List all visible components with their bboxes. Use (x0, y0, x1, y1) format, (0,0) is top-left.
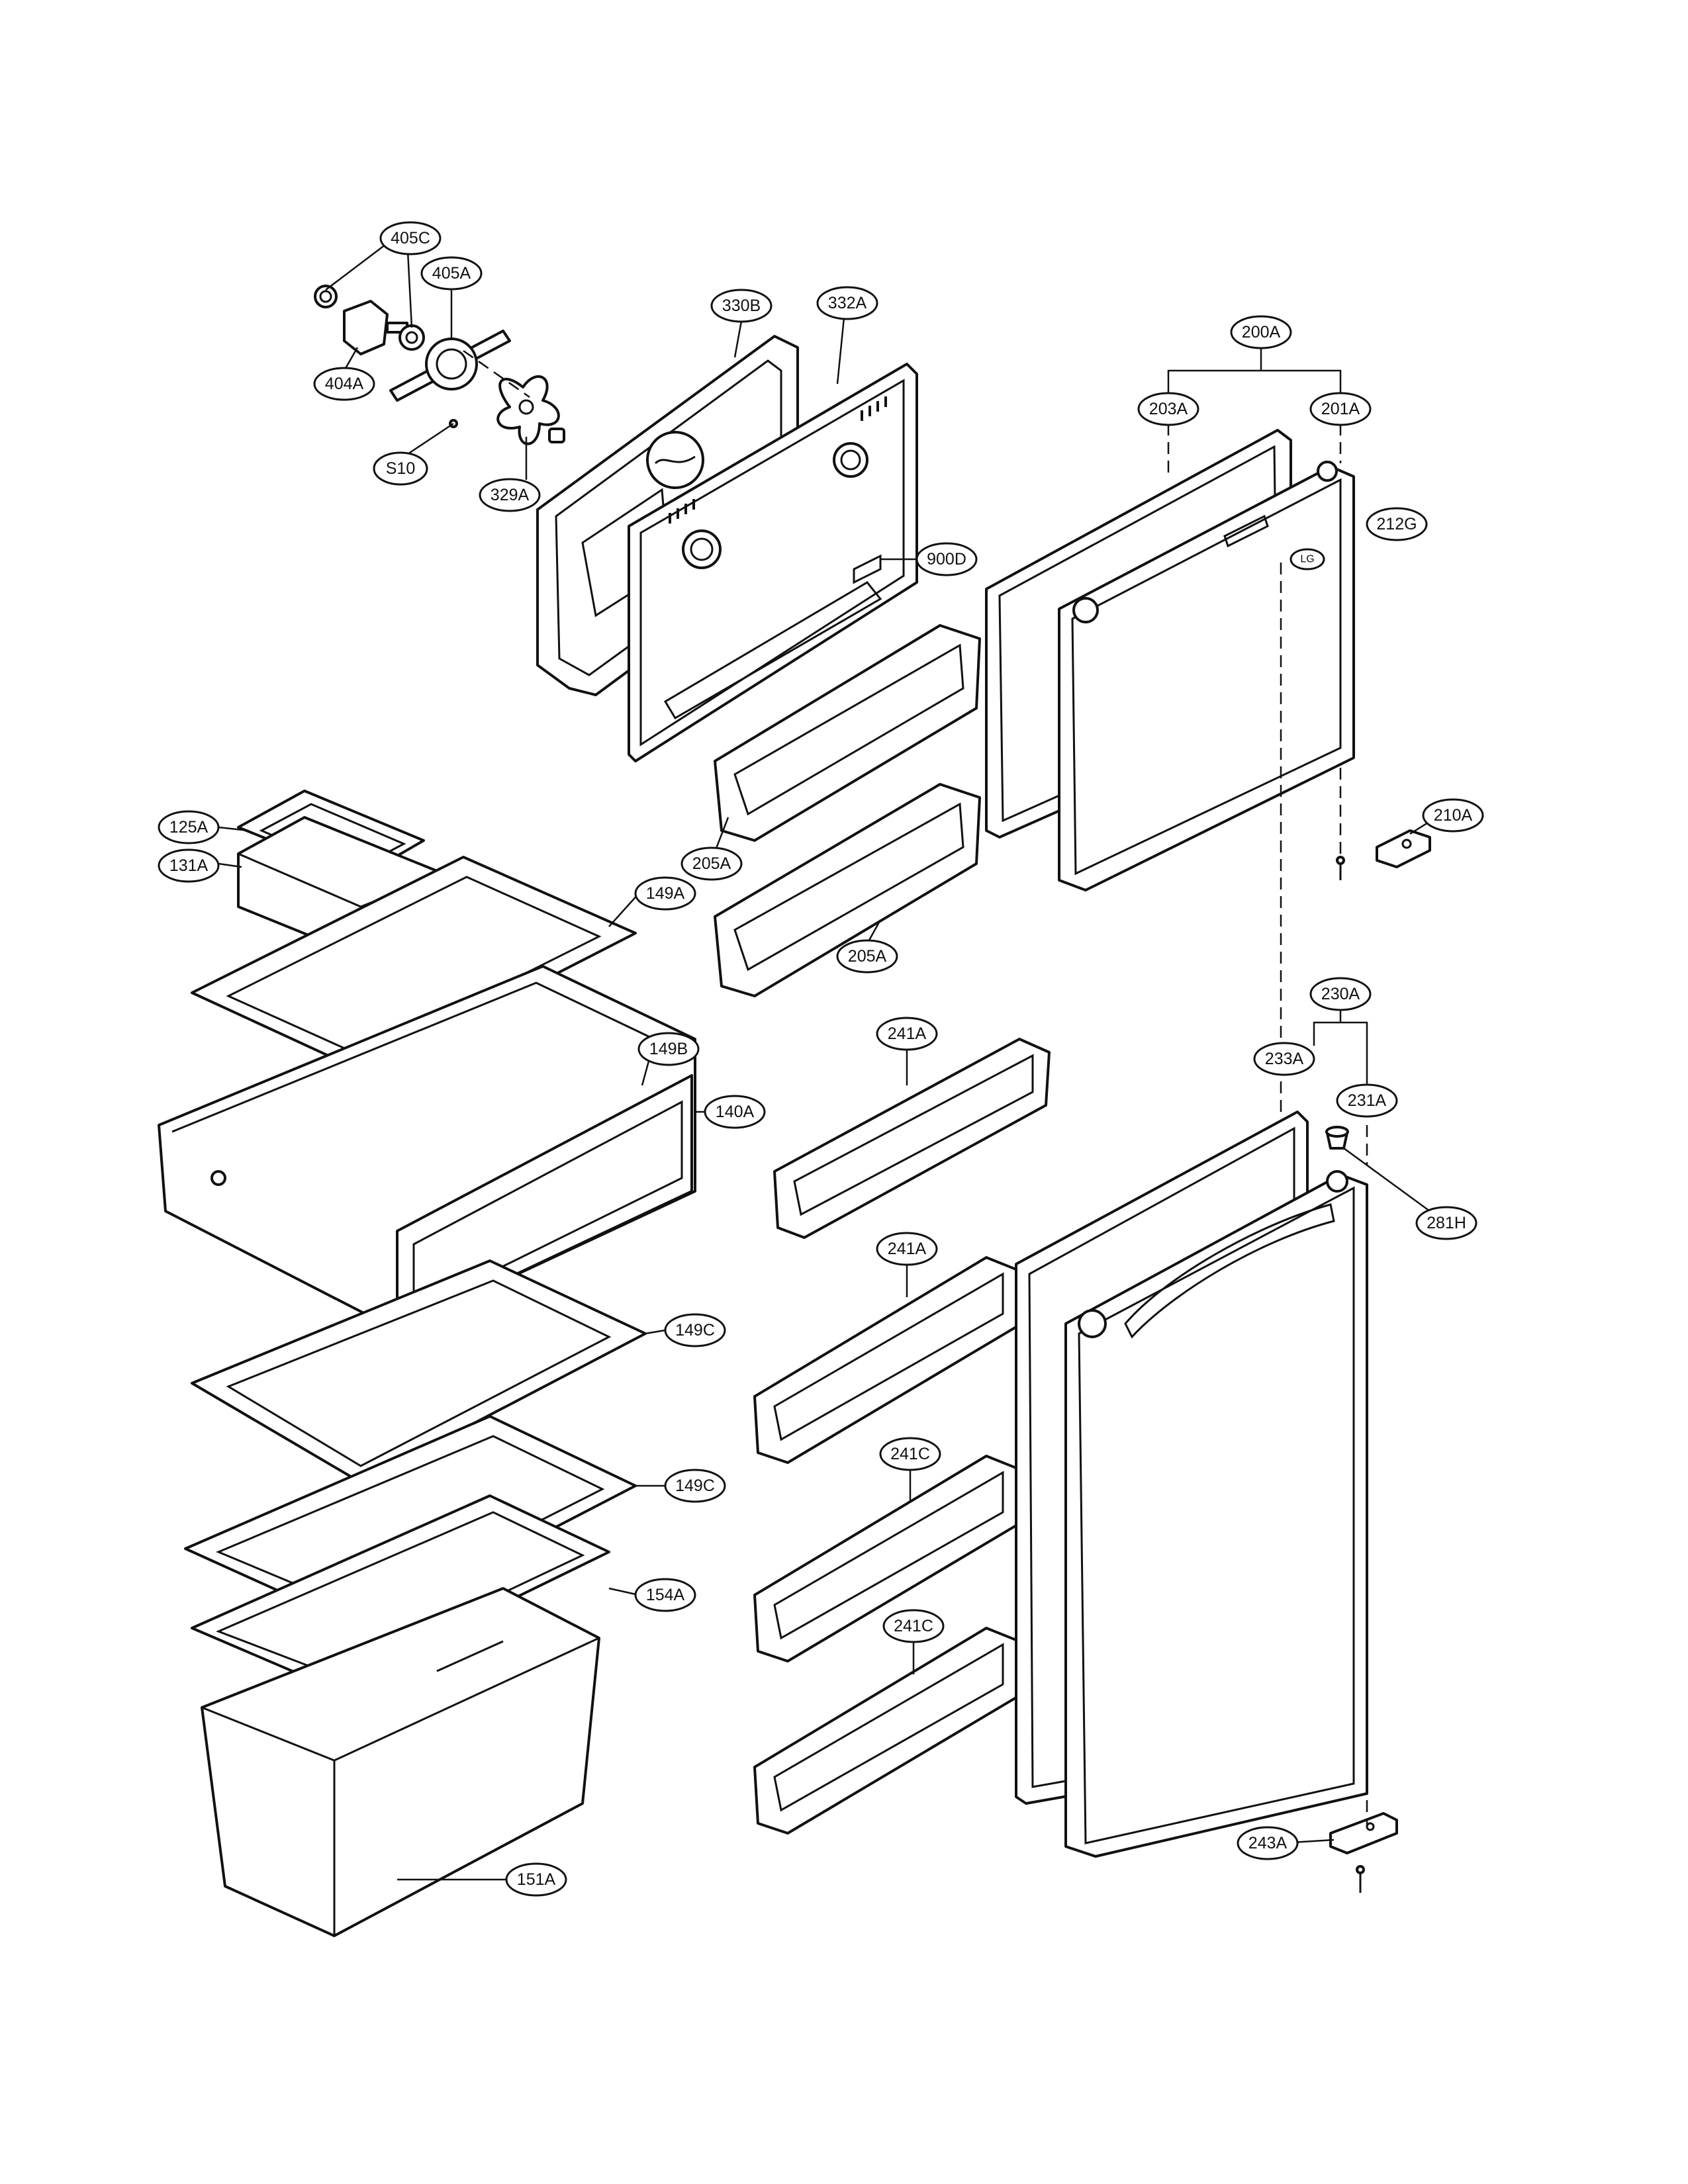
callout-212G-text: 212G (1376, 515, 1417, 533)
callout-230A: 230A (1309, 977, 1372, 1011)
callout-233A: 233A (1253, 1042, 1315, 1076)
callout-210A: 210A (1422, 798, 1484, 833)
callout-241C-lower: 241C (882, 1609, 945, 1643)
callout-205A-lower: 205A (836, 939, 898, 974)
callout-200A: 200A (1230, 315, 1292, 349)
callout-405A-text: 405A (432, 264, 471, 283)
freezer-lower-hinge-210A (1336, 829, 1431, 880)
callout-200A-text: 200A (1242, 323, 1281, 341)
callout-S10: S10 (373, 451, 428, 486)
door-logo-freezer: LG (1300, 554, 1314, 565)
door-bin-241C-lower (753, 1627, 1021, 1835)
callout-201A-text: 201A (1321, 400, 1360, 418)
crisper-cover-154A (191, 1494, 610, 1689)
callout-151A-text: 151A (517, 1870, 556, 1889)
callout-205A-upper: 205A (680, 846, 743, 881)
callout-149B: 149B (637, 1032, 700, 1066)
callout-212G: 212G (1366, 507, 1428, 541)
callout-S10-text: S10 (386, 459, 415, 478)
callout-149B-text: 149B (649, 1040, 688, 1058)
callout-140A-text: 140A (716, 1103, 755, 1121)
callout-149A-text: 149A (646, 884, 685, 903)
callout-149C-upper: 149C (664, 1313, 726, 1347)
assembly-bracket-230A (1313, 1009, 1368, 1085)
vegetable-bin-151A (201, 1587, 600, 1937)
cap-281H (1325, 1126, 1349, 1150)
cover-vent-slots (669, 396, 887, 523)
callout-154A: 154A (634, 1578, 696, 1612)
callout-900D-text: 900D (927, 550, 966, 569)
alignment-lines (1167, 424, 1368, 1827)
callout-241A-upper: 241A (876, 1017, 938, 1051)
callout-205A-upper-text: 205A (692, 854, 731, 873)
callout-203A: 203A (1137, 392, 1199, 426)
callout-241C-lower-text: 241C (894, 1617, 933, 1635)
cover-panel-332A (628, 363, 918, 762)
assembly-bracket-200A (1167, 347, 1342, 397)
callout-332A: 332A (816, 286, 878, 320)
callout-329A: 329A (479, 478, 541, 512)
shelf-149A (191, 856, 637, 1073)
callout-149A: 149A (634, 876, 696, 911)
door-bin-205A-upper (714, 624, 981, 842)
fan-motor-assembly (314, 285, 565, 445)
callout-203A-text: 203A (1149, 400, 1188, 418)
callout-125A-text: 125A (169, 818, 209, 837)
door-bin-241A-lower (753, 1256, 1021, 1464)
callout-241C-upper-text: 241C (890, 1445, 930, 1463)
callout-210A-text: 210A (1434, 806, 1473, 825)
callout-405A: 405A (420, 256, 483, 291)
callout-151A: 151A (505, 1862, 567, 1897)
door-bin-241A-upper (773, 1038, 1051, 1239)
callout-243A: 243A (1237, 1826, 1299, 1860)
callout-241A-lower-text: 241A (888, 1240, 927, 1258)
callout-205A-lower-text: 205A (848, 947, 887, 966)
callout-131A: 131A (158, 848, 220, 883)
callout-330B-text: 330B (722, 296, 761, 315)
callout-149C-lower-text: 149C (675, 1477, 715, 1495)
callout-243A-text: 243A (1248, 1834, 1288, 1852)
drawer-140A (158, 965, 696, 1332)
callout-900D: 900D (915, 542, 978, 576)
callout-241A-upper-text: 241A (888, 1024, 927, 1043)
callout-329A-text: 329A (491, 486, 530, 504)
callout-149C-lower: 149C (664, 1469, 726, 1503)
fridge-door-231A (1064, 1170, 1368, 1858)
callout-154A-text: 154A (646, 1586, 685, 1604)
callout-332A-text: 332A (828, 294, 867, 312)
callout-131A-text: 131A (169, 856, 209, 875)
callout-230A-text: 230A (1321, 985, 1360, 1003)
callout-241C-upper: 241C (879, 1437, 941, 1471)
callout-233A-text: 233A (1265, 1050, 1304, 1068)
callout-149C-upper-text: 149C (675, 1321, 715, 1340)
callout-231A-text: 231A (1348, 1091, 1387, 1110)
door-bin-205A-lower (714, 783, 981, 997)
callout-231A: 231A (1336, 1083, 1398, 1118)
callout-405C-text: 405C (391, 229, 430, 248)
callout-140A: 140A (704, 1095, 766, 1129)
callout-281H: 281H (1415, 1206, 1477, 1240)
callout-405C: 405C (379, 221, 442, 255)
callout-404A-text: 404A (325, 375, 364, 393)
callout-404A: 404A (313, 367, 375, 401)
fridge-lower-hinge-243A (1329, 1812, 1398, 1893)
callout-330B: 330B (710, 289, 773, 323)
callout-281H-text: 281H (1427, 1214, 1466, 1232)
callout-201A: 201A (1309, 392, 1372, 426)
callout-241A-lower: 241A (876, 1232, 938, 1266)
callout-125A: 125A (158, 810, 220, 844)
